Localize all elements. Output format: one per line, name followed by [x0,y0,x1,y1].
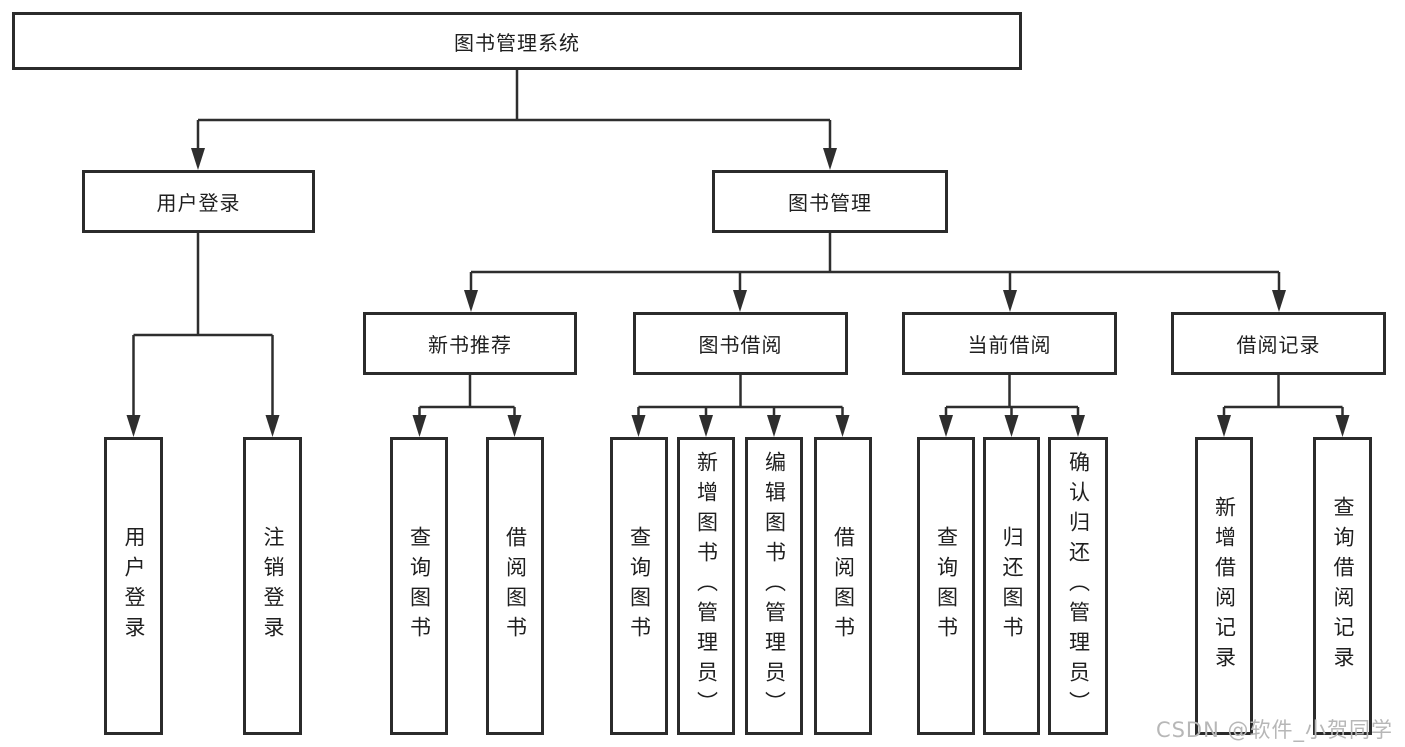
arrowhead-icons [126,148,1350,437]
node-book-borrowing: 图书借阅 [633,312,848,375]
arrow-down-icon [507,415,522,437]
arrow-down-icon [733,290,747,312]
arrow-down-icon [767,415,781,437]
arrow-down-icon [1335,415,1350,437]
node-current-borrowing: 当前借阅 [902,312,1117,375]
arrow-down-icon [823,148,837,170]
node-root: 图书管理系统 [12,12,1022,70]
leaf-confirm-return-admin: 确认归还（管理员） [1048,437,1108,735]
leaf-logout: 注销登录 [243,437,302,735]
leaf-borrow-books-borrowing: 借阅图书 [814,437,872,735]
node-user-login: 用户登录 [82,170,315,233]
arrow-down-icon [1071,415,1085,437]
leaf-edit-book-admin: 编辑图书（管理员） [745,437,803,735]
leaf-add-borrow-record: 新增借阅记录 [1195,437,1253,735]
arrow-down-icon [1003,290,1017,312]
leaf-borrow-books-recommend: 借阅图书 [486,437,544,735]
arrow-down-icon [1217,415,1231,437]
leaf-query-books-recommend: 查询图书 [390,437,448,735]
connector-path [132,70,1344,418]
arrow-down-icon [191,148,205,170]
node-borrow-records: 借阅记录 [1171,312,1386,375]
leaf-query-books-borrowing: 查询图书 [610,437,668,735]
leaf-user-login: 用户登录 [104,437,163,735]
arrow-down-icon [699,415,713,437]
arrow-down-icon [631,415,646,437]
node-book-management: 图书管理 [712,170,948,233]
leaf-query-books-current: 查询图书 [917,437,975,735]
arrow-down-icon [126,415,141,437]
node-new-book-recommend: 新书推荐 [363,312,577,375]
arrow-down-icon [939,415,953,437]
arrow-down-icon [265,415,280,437]
arrow-down-icon [1004,415,1019,437]
leaf-add-book-admin: 新增图书（管理员） [677,437,735,735]
arrow-down-icon [1272,290,1286,312]
leaf-return-book: 归还图书 [983,437,1040,735]
arrow-down-icon [464,290,478,312]
arrow-down-icon [835,415,850,437]
leaf-query-borrow-record: 查询借阅记录 [1313,437,1372,735]
arrow-down-icon [412,415,427,437]
